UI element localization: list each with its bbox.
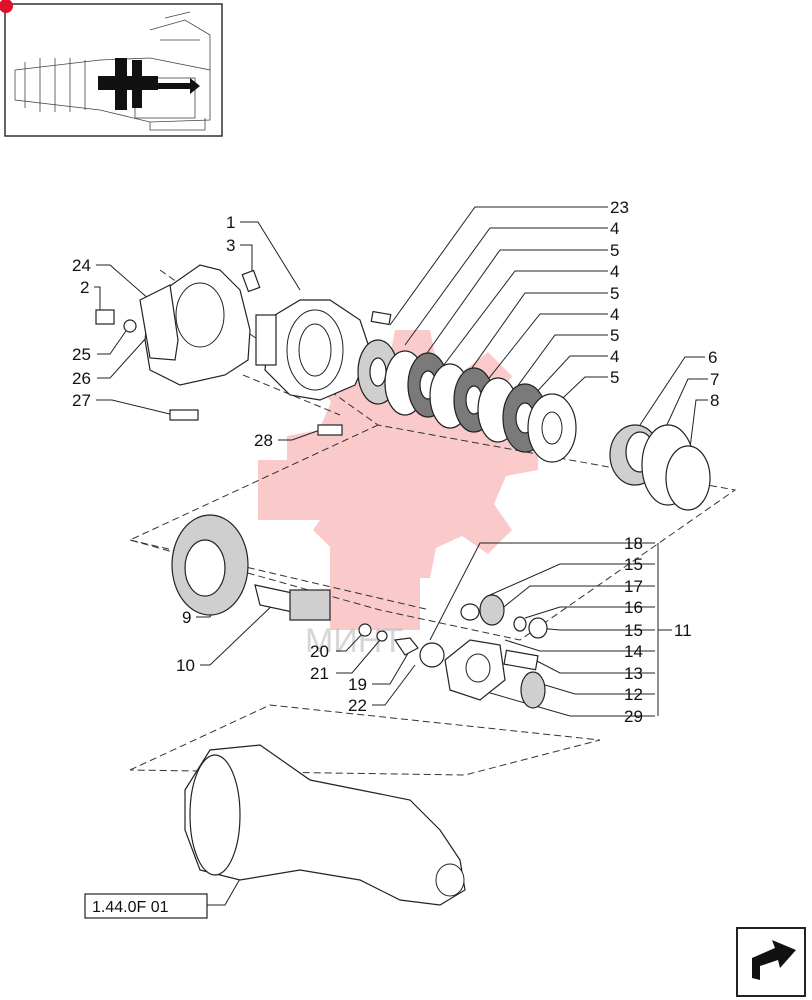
callout-10: 10 <box>176 656 195 675</box>
callout-28: 28 <box>254 431 273 450</box>
callout-5a: 5 <box>610 241 619 260</box>
callout-16: 16 <box>624 598 643 617</box>
reference-box[interactable]: 1.44.0F 01 <box>84 893 208 919</box>
callout-4c: 4 <box>610 305 619 324</box>
callout-5c: 5 <box>610 326 619 345</box>
part-ring-and-shaft <box>171 514 445 668</box>
part-axle-housing <box>184 744 466 906</box>
callout-17: 17 <box>624 577 643 596</box>
callout-11: 11 <box>674 621 692 640</box>
fasteners <box>95 269 392 436</box>
callout-20: 20 <box>310 642 329 661</box>
callout-8: 8 <box>710 391 719 410</box>
assembly-dashed-frames <box>128 269 737 776</box>
part-planetary-carrier <box>444 594 548 709</box>
callout-22: 22 <box>348 696 367 715</box>
part-cover-plate <box>139 264 251 386</box>
thumbnail-marker-icon <box>0 0 13 13</box>
callout-25: 25 <box>72 345 91 364</box>
callout-19: 19 <box>348 675 367 694</box>
callout-12: 12 <box>624 685 643 704</box>
callout-21: 21 <box>310 664 329 683</box>
callout-4b: 4 <box>610 262 619 281</box>
callout-24: 24 <box>72 256 91 275</box>
callout-15b: 15 <box>624 621 643 640</box>
callout-13: 13 <box>624 664 643 683</box>
part-brake-housing <box>255 299 371 401</box>
callout-4a: 4 <box>610 219 619 238</box>
callout-5d: 5 <box>610 368 619 387</box>
callout-1: 1 <box>226 213 235 232</box>
callout-26: 26 <box>72 369 91 388</box>
watermark-text: МИНТ <box>305 622 403 660</box>
callout-23: 23 <box>610 198 629 217</box>
callout-14: 14 <box>624 642 643 661</box>
callout-15a: 15 <box>624 555 643 574</box>
callout-29: 29 <box>624 707 643 726</box>
callout-labels: 1 3 24 2 25 26 27 28 23 4 5 4 5 4 5 4 5 … <box>72 198 719 726</box>
next-page-arrow-icon[interactable] <box>736 927 806 997</box>
leader-lines <box>94 206 708 906</box>
callout-4d: 4 <box>610 347 619 366</box>
callout-5b: 5 <box>610 284 619 303</box>
overview-thumbnail <box>0 0 223 137</box>
callout-6: 6 <box>708 348 717 367</box>
callout-3: 3 <box>226 236 235 255</box>
callout-27: 27 <box>72 391 91 410</box>
piston-and-seals <box>609 424 711 511</box>
callout-9: 9 <box>182 608 191 627</box>
reference-code: 1.44.0F 01 <box>92 899 169 916</box>
callout-2: 2 <box>80 278 89 297</box>
callout-18: 18 <box>624 534 643 553</box>
friction-disc-pack <box>357 339 577 463</box>
callout-7: 7 <box>710 370 719 389</box>
